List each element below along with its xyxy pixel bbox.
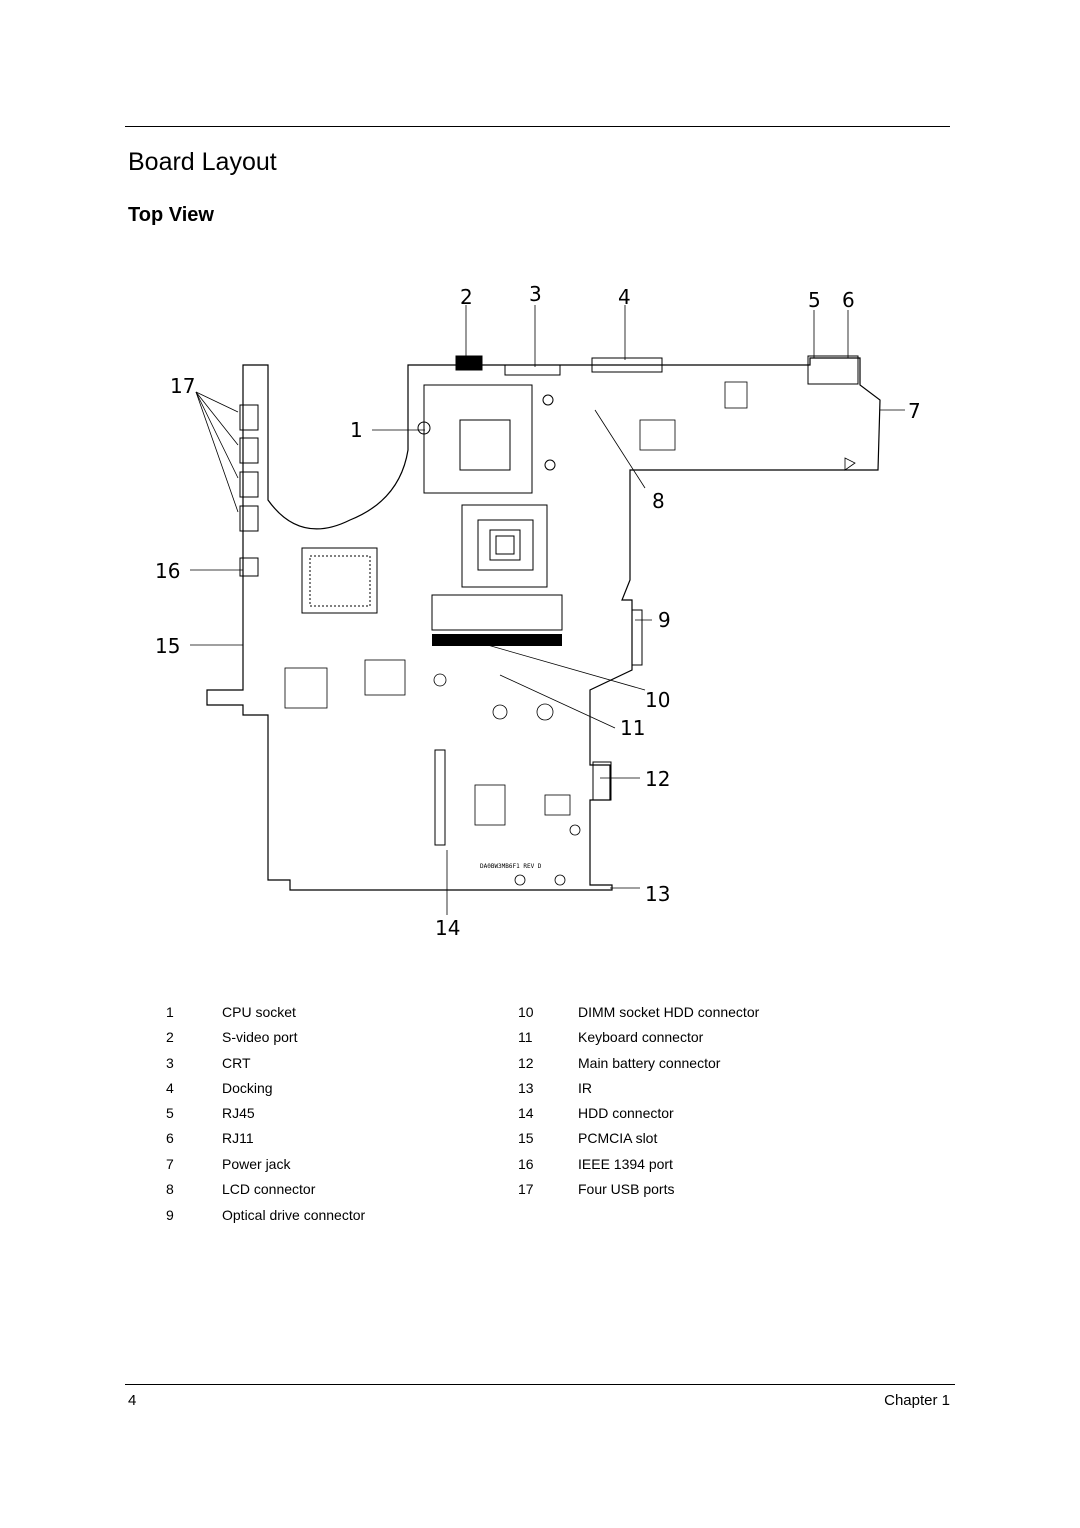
callout-10: 10 — [645, 688, 670, 712]
legend-number: 11 — [518, 1029, 533, 1045]
header-rule — [125, 126, 950, 127]
page-number: 4 — [128, 1392, 137, 1409]
motherboard-diagram: DA0BW3MB6F1 REV D 1 2 3 4 5 6 7 8 9 10 1… — [155, 282, 921, 940]
legend-number: 10 — [518, 1004, 534, 1020]
page-title: Board Layout — [128, 148, 277, 176]
legend-label: Keyboard connector — [578, 1029, 704, 1045]
callout-4: 4 — [618, 285, 631, 309]
misc-components — [284, 381, 856, 886]
callout-11: 11 — [620, 716, 645, 740]
legend-number: 2 — [166, 1029, 174, 1045]
callout-14: 14 — [435, 916, 460, 940]
legend-number: 14 — [518, 1105, 534, 1121]
callout-leaders — [190, 305, 905, 915]
legend-number: 13 — [518, 1080, 534, 1096]
legend-label: Main battery connector — [578, 1055, 721, 1071]
legend-label: LCD connector — [222, 1181, 316, 1197]
callout-2: 2 — [460, 285, 473, 309]
northbridge-chip — [461, 504, 548, 588]
io-connectors — [239, 355, 859, 846]
legend-number: 3 — [166, 1055, 174, 1071]
legend-number: 8 — [166, 1181, 174, 1197]
callout-15: 15 — [155, 634, 180, 658]
section-subtitle: Top View — [128, 204, 214, 226]
legend-number: 17 — [518, 1181, 534, 1197]
legend-label: Docking — [222, 1080, 273, 1096]
callout-9: 9 — [658, 608, 671, 632]
callout-16: 16 — [155, 559, 180, 583]
legend-number: 9 — [166, 1207, 174, 1223]
cpu-socket — [417, 384, 556, 494]
legend-number: 16 — [518, 1156, 534, 1172]
callout-5: 5 — [808, 288, 821, 312]
southbridge-chip — [301, 547, 378, 614]
callout-6: 6 — [842, 288, 855, 312]
callout-8: 8 — [652, 489, 665, 513]
callout-12: 12 — [645, 767, 670, 791]
legend-label: PCMCIA slot — [578, 1130, 658, 1146]
legend-number: 5 — [166, 1105, 174, 1121]
dimm-socket — [431, 594, 563, 646]
legend-number: 7 — [166, 1156, 174, 1172]
footer-rule — [125, 1384, 955, 1385]
legend-label: Four USB ports — [578, 1181, 675, 1197]
legend-label: IR — [578, 1080, 592, 1096]
legend-label: RJ45 — [222, 1105, 255, 1121]
legend-label: Power jack — [222, 1156, 291, 1172]
board-outline — [206, 357, 881, 891]
legend-number: 12 — [518, 1055, 534, 1071]
legend-label: S-video port — [222, 1029, 298, 1045]
callout-1: 1 — [350, 418, 363, 442]
legend-label: IEEE 1394 port — [578, 1156, 673, 1172]
callout-13: 13 — [645, 882, 670, 906]
legend-label: HDD connector — [578, 1105, 674, 1121]
legend-label: RJ11 — [222, 1130, 254, 1146]
legend-label: Optical drive connector — [222, 1207, 366, 1223]
callout-7: 7 — [908, 399, 921, 423]
chapter-label: Chapter 1 — [884, 1392, 950, 1409]
legend-number: 4 — [166, 1080, 174, 1096]
legend-label: CRT — [222, 1055, 251, 1071]
board-marking: DA0BW3MB6F1 REV D — [480, 863, 542, 870]
legend-number: 6 — [166, 1130, 174, 1146]
legend-number: 1 — [166, 1004, 174, 1020]
callout-3: 3 — [529, 282, 542, 306]
legend-number: 15 — [518, 1130, 534, 1146]
legend-label: CPU socket — [222, 1004, 296, 1020]
callout-17: 17 — [170, 374, 195, 398]
legend-label: DIMM socket HDD connector — [578, 1004, 760, 1020]
